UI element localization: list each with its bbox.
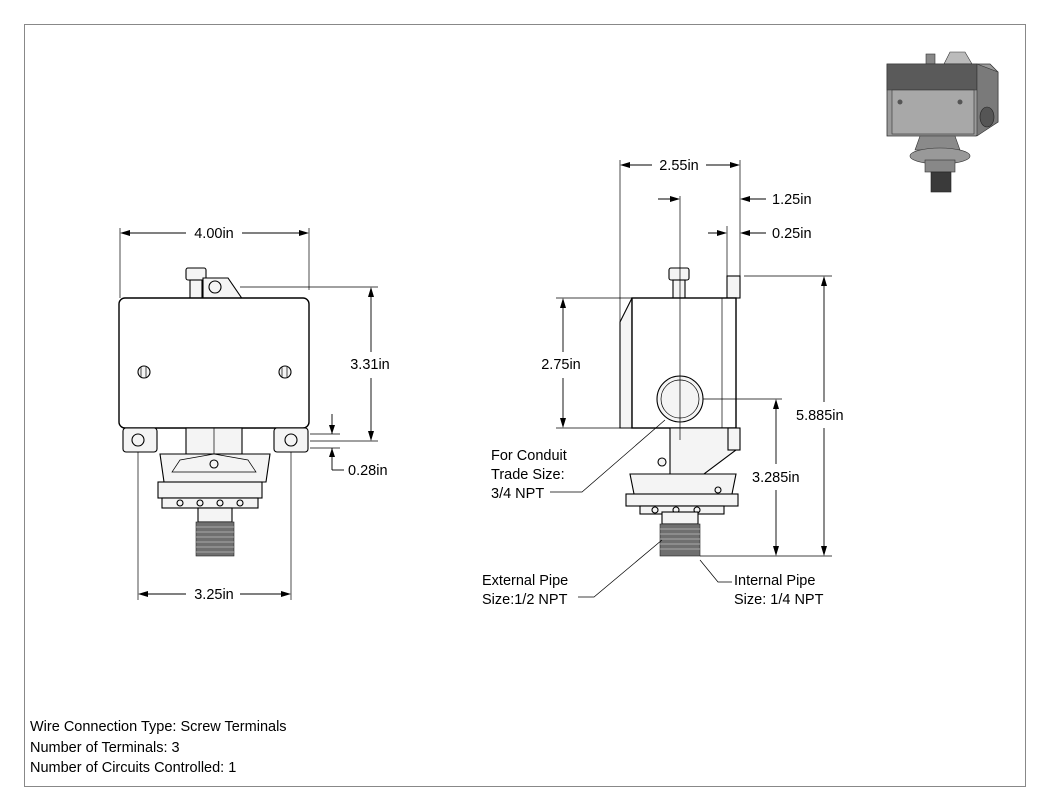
side-view — [619, 196, 741, 557]
dim-side-center-height: 3.285in — [752, 470, 800, 486]
callout-internal-pipe-line-1: Internal Pipe — [734, 573, 815, 589]
callout-internal-pipe-line-2: Size: 1/4 NPT — [734, 592, 824, 608]
pipe-thread — [195, 521, 235, 557]
callout-leaders — [550, 419, 732, 598]
dim-side-total-height: 5.885in — [796, 408, 844, 424]
dim-front-height: 3.31in — [350, 357, 390, 373]
callout-conduit-line-3: 3/4 NPT — [491, 486, 544, 502]
spec-notes: Wire Connection Type: Screw Terminals Nu… — [30, 717, 287, 779]
dim-side-offset-2: 0.25in — [772, 226, 812, 242]
front-housing — [118, 297, 310, 429]
side-dimensions — [556, 160, 832, 557]
isometric-thumbnail — [886, 51, 999, 193]
dim-side-body-height: 2.75in — [541, 357, 581, 373]
dim-side-depth: 2.55in — [659, 158, 699, 174]
spec-number-circuits: Number of Circuits Controlled: 1 — [30, 760, 237, 776]
dim-side-offset-1: 1.25in — [772, 192, 812, 208]
drawing-frame — [24, 24, 1026, 787]
spec-wire-connection: Wire Connection Type: Screw Terminals — [30, 719, 287, 735]
callout-external-pipe-line-1: External Pipe — [482, 573, 568, 589]
callout-conduit-line-2: Trade Size: — [491, 467, 565, 483]
spec-number-terminals: Number of Terminals: 3 — [30, 739, 180, 756]
front-dimensions — [119, 228, 378, 600]
front-view — [118, 267, 310, 557]
callout-conduit-line-1: For Conduit — [491, 448, 567, 464]
dim-mount-offset: 0.28in — [348, 463, 388, 479]
dim-base-width: 3.25in — [194, 587, 234, 603]
screw-icon — [137, 365, 151, 379]
callout-external-pipe-line-2: Size:1/2 NPT — [482, 592, 568, 608]
dim-front-width: 4.00in — [194, 226, 234, 242]
screw-icon — [278, 365, 292, 379]
